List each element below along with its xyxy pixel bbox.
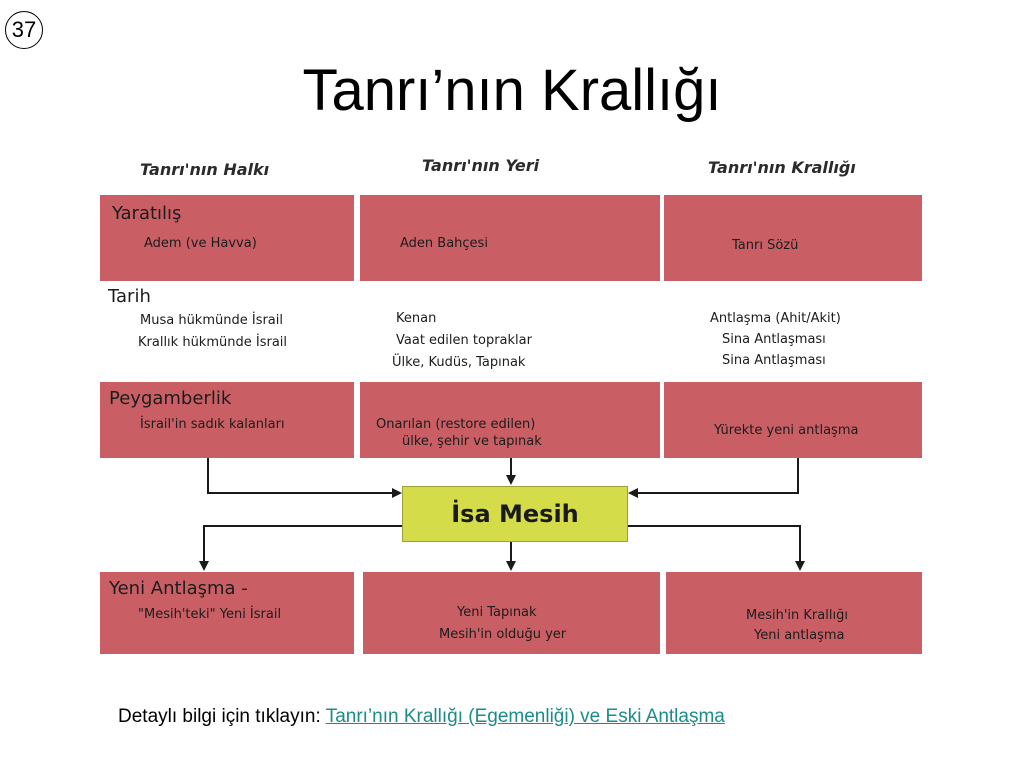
cell-text: İsrail'in sadık kalanları — [140, 417, 285, 432]
box-peygamberlik-krallik: Yürekte yeni antlaşma — [664, 382, 922, 458]
cell-text: Krallık hükmünde İsrail — [138, 335, 288, 350]
cell-text: Yeni antlaşma — [754, 628, 845, 643]
cell-text: Ülke, Kudüs, Tapınak — [392, 355, 526, 370]
cell-text: "Mesih'teki" Yeni İsrail — [138, 607, 282, 622]
box-yaratilis-krallik: Tanrı Sözü — [664, 195, 922, 281]
arrow-halk-to-center — [207, 458, 402, 498]
box-yeni-halk: Yeni Antlaşma - "Mesih'teki" Yeni İsrail — [100, 572, 354, 654]
column-heading-halk: Tanrı'nın Halkı — [140, 160, 270, 179]
slide-title: Tanrı’nın Krallığı — [302, 58, 722, 123]
box-yeni-krallik: Mesih'in Krallığı Yeni antlaşma — [666, 572, 922, 654]
column-heading-krallik: Tanrı'nın Krallığı — [708, 158, 856, 177]
cell-text: Adem (ve Havva) — [144, 236, 257, 251]
box-yaratilis-yer: Aden Bahçesi — [360, 195, 660, 281]
cell-text: Sina Antlaşması — [722, 332, 826, 347]
cell-text: Kenan — [396, 311, 437, 326]
row-heading-yeni: Yeni Antlaşma - — [109, 578, 248, 599]
box-yaratilis-halk: Yaratılış Adem (ve Havva) — [100, 195, 354, 281]
arrow-center-to-krallik — [628, 525, 805, 571]
footer-prefix: Detaylı bilgi için tıklayın: — [118, 706, 321, 727]
cell-text: Tanrı Sözü — [732, 238, 799, 253]
footer: Detaylı bilgi için tıklayın: Tanrı’nın K… — [118, 706, 725, 728]
cell-text: Yeni Tapınak — [457, 605, 537, 620]
footer-link[interactable]: Tanrı’nın Krallığı (Egemenliği) ve Eski … — [325, 706, 725, 727]
box-peygamberlik-yer: Onarılan (restore edilen) ülke, şehir ve… — [360, 382, 660, 458]
cell-text: Musa hükmünde İsrail — [140, 313, 283, 328]
cell-text: ülke, şehir ve tapınak — [402, 434, 542, 449]
row-heading-yaratilis: Yaratılış — [112, 203, 182, 224]
cell-text: Aden Bahçesi — [400, 236, 488, 251]
cell-text: Mesih'in Krallığı — [746, 608, 848, 623]
box-peygamberlik-halk: Peygamberlik İsrail'in sadık kalanları — [100, 382, 354, 458]
cell-text: Mesih'in olduğu yer — [439, 627, 567, 642]
slide-number-badge: 37 — [5, 11, 43, 49]
cell-text: Antlaşma (Ahit/Akit) — [710, 311, 841, 326]
cell-text: Vaat edilen topraklar — [396, 333, 532, 348]
flow-arrows — [199, 458, 805, 571]
center-isa-mesih: İsa Mesih — [402, 486, 628, 542]
column-heading-yer: Tanrı'nın Yeri — [422, 156, 540, 175]
row-heading-tarih: Tarih — [108, 286, 151, 307]
cell-text: Onarılan (restore edilen) — [376, 417, 536, 432]
row-heading-peygamberlik: Peygamberlik — [109, 388, 232, 409]
arrow-krallik-to-center — [628, 458, 799, 498]
box-yeni-yer: Yeni Tapınak Mesih'in olduğu yer — [363, 572, 660, 654]
arrow-center-to-halk — [199, 525, 402, 571]
cell-text: Yürekte yeni antlaşma — [714, 423, 859, 438]
cell-text: Sina Antlaşması — [722, 353, 826, 368]
kingdom-diagram: Tanrı'nın Halkı Tanrı'nın Yeri Tanrı'nın… — [100, 148, 926, 658]
